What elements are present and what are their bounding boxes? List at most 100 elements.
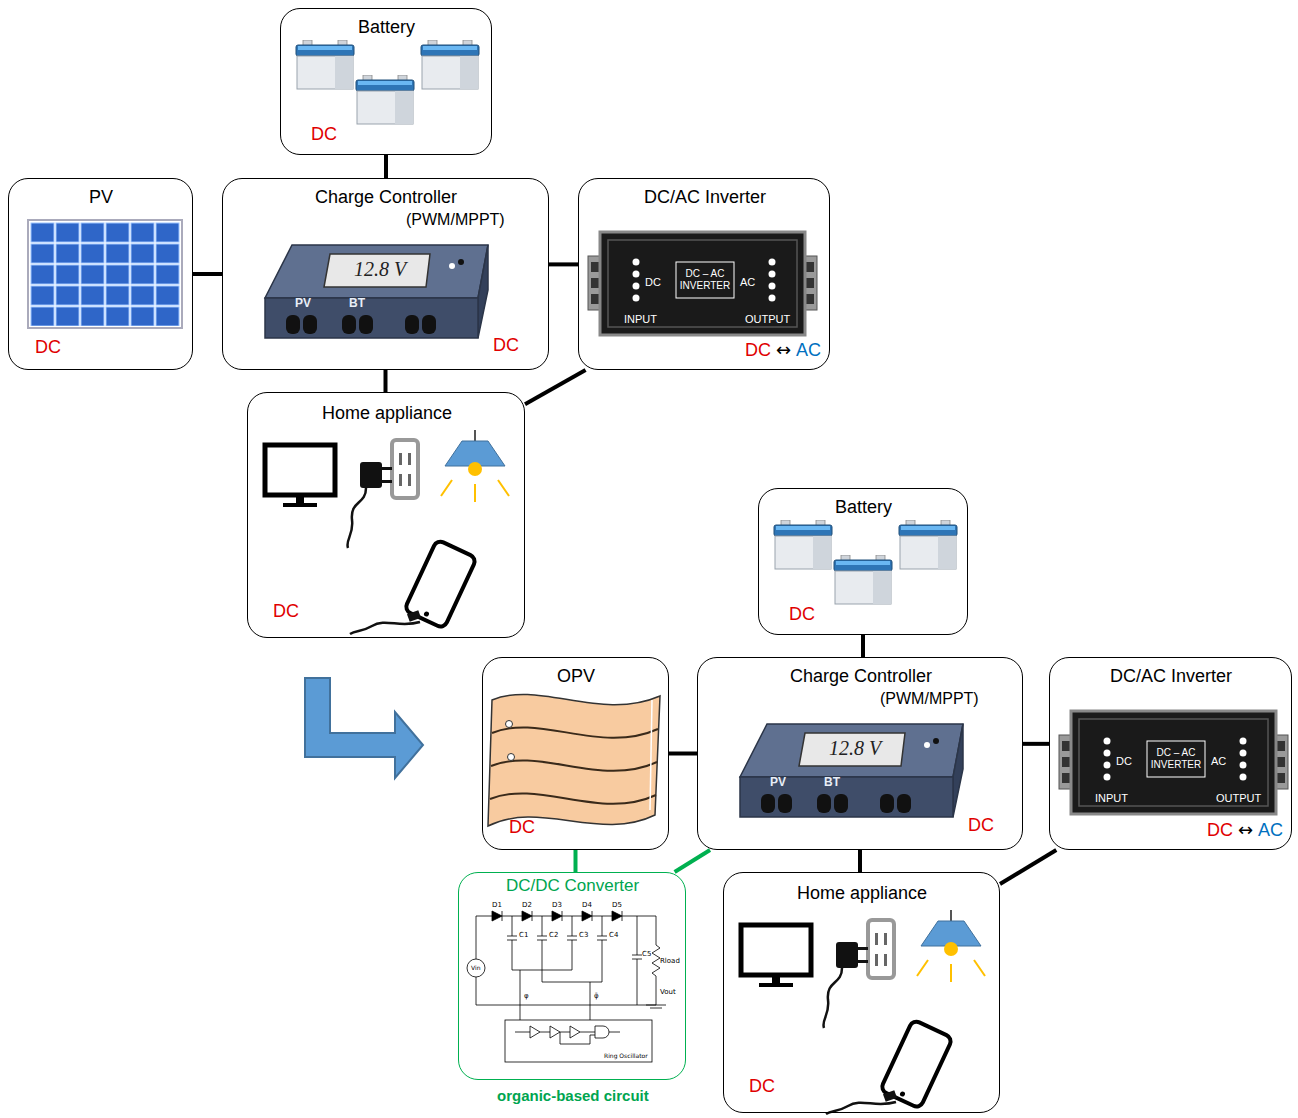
part-label: Ring Oscillator [604,1052,648,1059]
connector-line [669,752,697,756]
box-heading: DC/AC Inverter [1110,666,1232,687]
box-heading: Battery [835,497,892,518]
part-label: D3 [552,901,562,909]
box-text: (PWM/MPPT) [406,211,505,229]
label-slot: Vin [471,964,480,971]
part-label: Vin [471,964,480,971]
label-slot: DC – AC INVERTER [1148,747,1204,771]
box-text: DC [35,337,61,358]
connector-line [858,850,862,872]
box-text: ↔ [1238,819,1253,840]
label-slot: φ [524,992,529,1000]
box-text: AC [796,340,821,361]
home-appliance-box: Home applianceDC [723,872,1000,1113]
label-slot: C1 [519,931,528,939]
part-label: AC [740,276,755,288]
label-slot: OUTPUT [745,313,790,325]
text-slot: DC [749,1076,775,1097]
text-slot: (PWM/MPPT) [880,690,979,708]
part-label: D4 [582,901,592,909]
label-slot: φ̄ [594,992,599,1000]
flow-arrow [305,678,423,778]
part-label: D1 [492,901,502,909]
label-slot: AC [740,276,755,288]
label-slot: PV [295,296,311,310]
home-appliance-icons [265,430,509,634]
connector-line [384,370,388,392]
label-slot: C2 [549,931,558,939]
part-label: D2 [522,901,532,909]
label-slot: Rload [660,957,680,965]
connector-line [549,262,578,266]
box-text: organic-based circuit [497,1087,649,1104]
text-slot: DC/DC Converter [506,876,639,896]
label-slot: BT [824,775,840,789]
part-label: OUTPUT [1216,792,1261,804]
label-slot: 12.8 V [829,737,881,760]
box-heading: Home appliance [322,403,452,424]
box-text: DC [509,817,535,838]
home-appliance-box: Home applianceDC [247,392,525,638]
part-label: C5 [642,950,651,958]
battery-box: BatteryDC [280,8,492,155]
text-slot: OPV [557,666,595,687]
box-text: AC [1258,820,1283,841]
box-heading: Battery [358,17,415,38]
label-slot: Ring Oscillator [604,1052,648,1059]
label-slot: C3 [579,931,588,939]
part-label: PV [770,775,786,789]
label-slot: D1 [492,901,502,909]
opv-sheet [488,694,660,826]
connector-line [574,850,578,872]
box-heading: Home appliance [797,883,927,904]
label-slot: OUTPUT [1216,792,1261,804]
text-slot: DC [273,601,299,622]
part-label: Rload [660,957,680,965]
box-text: ↔ [776,339,791,360]
connector-line [1023,742,1049,746]
text-slot: (PWM/MPPT) [406,211,505,229]
label-slot: C5 [642,950,651,958]
label-slot: PV [770,775,786,789]
part-label: DC [645,276,661,288]
box-text: DC [789,604,815,625]
part-label: C1 [519,931,528,939]
box-text: DC [493,335,519,356]
text-slot: Charge Controller [315,187,457,208]
inverter-device [588,232,817,335]
part-label: AC [1211,755,1226,767]
text-slot: DC [968,815,994,836]
label-slot: DC – AC INVERTER [677,268,733,292]
charge-controller-device [265,245,488,338]
label-slot: DC [645,276,661,288]
connector-line [525,370,586,404]
text-slot: DC [789,604,815,625]
charge-pump-schematic [467,911,666,1062]
label-slot: D2 [522,901,532,909]
part-label: D5 [612,901,622,909]
text-slot: DC/AC Inverter [644,187,766,208]
box-heading: Charge Controller [315,187,457,208]
text-slot: DC↔AC [1207,819,1283,841]
label-slot: INPUT [1095,792,1128,804]
box-text: DC [1207,820,1233,841]
label-slot: D5 [612,901,622,909]
part-label: Vout [660,988,676,996]
box-text: DC [273,601,299,622]
text-slot: DC [509,817,535,838]
connector-line [1000,850,1056,884]
text-slot: DC [35,337,61,358]
part-label: DC – AC INVERTER [677,268,733,292]
text-slot: Battery [358,17,415,38]
text-slot: DC↔AC [745,339,821,361]
label-slot: C4 [609,931,618,939]
part-label: C2 [549,931,558,939]
box-text: DC [749,1076,775,1097]
text-slot: DC/AC Inverter [1110,666,1232,687]
battery-icons [296,40,479,124]
box-text: DC [311,124,337,145]
part-label: DC – AC INVERTER [1148,747,1204,771]
part-label: 12.8 V [354,258,406,281]
label-slot: D3 [552,901,562,909]
label-slot: BT [349,296,365,310]
